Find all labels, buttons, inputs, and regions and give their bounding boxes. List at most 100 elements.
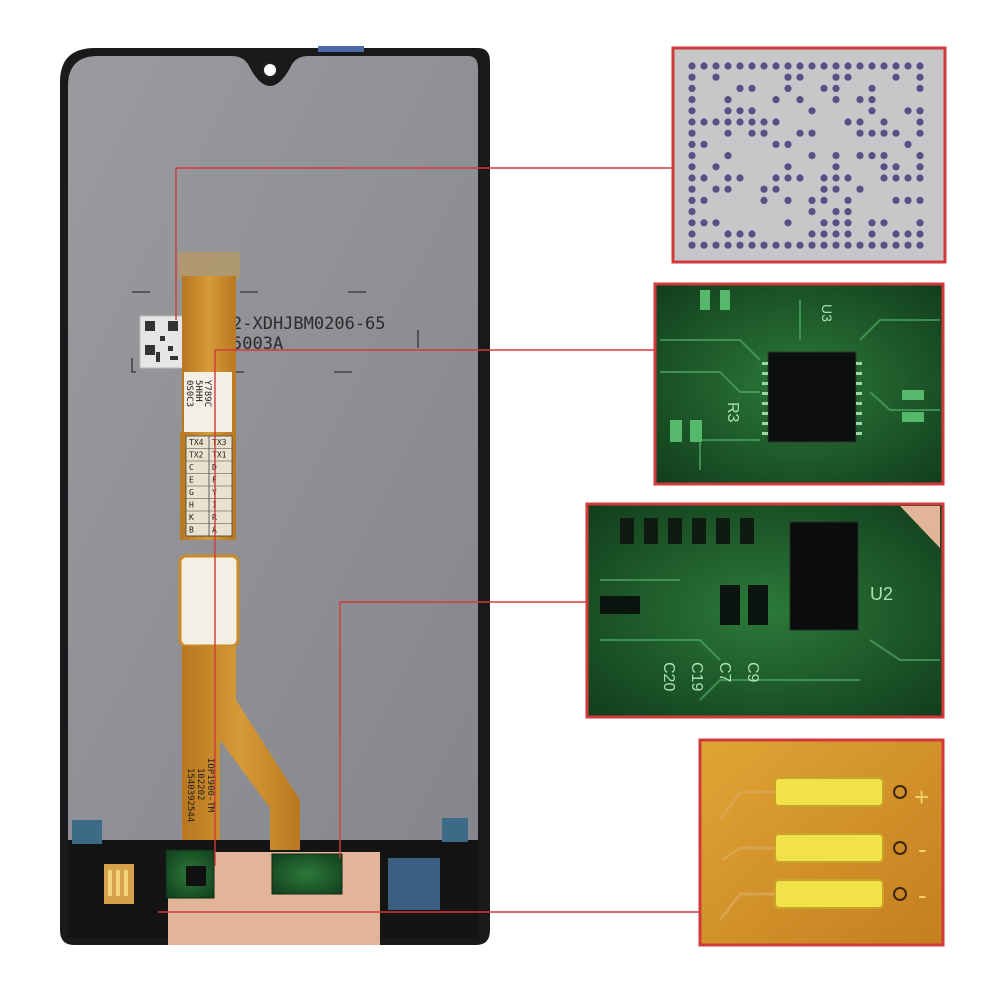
datamatrix-dot <box>880 62 888 70</box>
flex-side-text-2: 102202 <box>195 768 205 801</box>
datamatrix-dot <box>916 196 924 204</box>
pin-label: E <box>189 475 194 484</box>
datamatrix-dot <box>832 163 840 171</box>
blue-tab-right <box>388 858 440 910</box>
callout-gold-pads: + - - <box>698 738 945 947</box>
flex-cable <box>178 252 300 850</box>
datamatrix-dot <box>736 241 744 249</box>
datamatrix-dot <box>760 129 768 137</box>
datamatrix-dot <box>808 230 816 238</box>
datamatrix-dot <box>904 230 912 238</box>
datamatrix-dot <box>820 174 828 182</box>
pin-label: TX3 <box>212 438 227 447</box>
datamatrix-dot <box>796 62 804 70</box>
pin-label: TX4 <box>189 438 204 447</box>
datamatrix-dot <box>916 152 924 160</box>
datamatrix-dot <box>868 62 876 70</box>
datamatrix-dot <box>844 230 852 238</box>
flex-vertical-code-3: 0S0C3 <box>184 380 194 407</box>
datamatrix-dot <box>880 152 888 160</box>
top-tab <box>318 46 364 52</box>
datamatrix-dot <box>892 62 900 70</box>
datamatrix-dot <box>784 196 792 204</box>
datamatrix-dot <box>748 241 756 249</box>
datamatrix-dot <box>700 62 708 70</box>
datamatrix-dot <box>880 174 888 182</box>
datamatrix-dot <box>688 241 696 249</box>
datamatrix-dot <box>700 118 708 126</box>
datamatrix-dot <box>856 62 864 70</box>
datamatrix-dot <box>820 230 828 238</box>
blue-tab-left <box>72 820 102 844</box>
datamatrix-dot <box>844 174 852 182</box>
datamatrix-dot <box>736 62 744 70</box>
datamatrix-dot <box>916 84 924 92</box>
datamatrix-dot <box>880 129 888 137</box>
datamatrix-dot <box>808 196 816 204</box>
datamatrix-dot <box>808 152 816 160</box>
datamatrix-dot <box>904 241 912 249</box>
datamatrix-dot <box>712 241 720 249</box>
datamatrix-dot <box>892 163 900 171</box>
datamatrix-dot <box>808 107 816 115</box>
datamatrix-dot <box>832 208 840 216</box>
datamatrix-dot <box>688 118 696 126</box>
datamatrix-dot <box>832 62 840 70</box>
datamatrix-dot <box>724 96 732 104</box>
datamatrix-dot <box>892 174 900 182</box>
pcb-cap-label: C19 <box>688 662 705 691</box>
datamatrix-dot <box>892 196 900 204</box>
datamatrix-dot <box>688 196 696 204</box>
datamatrix-dot <box>916 118 924 126</box>
label-code-line1: 2-XDHJBM0206-65 <box>232 314 386 334</box>
pcb-label-u2: U2 <box>870 584 893 604</box>
pcb-cap-label: C7 <box>716 662 733 683</box>
datamatrix-dot <box>880 219 888 227</box>
datamatrix-dot <box>688 163 696 171</box>
datamatrix-dot <box>724 107 732 115</box>
datamatrix-dot <box>748 107 756 115</box>
datamatrix-dot <box>688 62 696 70</box>
datamatrix-dot <box>880 241 888 249</box>
datamatrix-dot <box>748 62 756 70</box>
pin-label: C <box>189 463 194 472</box>
datamatrix-dot <box>904 62 912 70</box>
datamatrix-dot <box>784 62 792 70</box>
datamatrix-dot <box>868 152 876 160</box>
datamatrix-dot <box>688 185 696 193</box>
datamatrix-dot <box>784 219 792 227</box>
datamatrix-dot <box>712 118 720 126</box>
datamatrix-dot <box>916 174 924 182</box>
blue-tab-top-right <box>442 818 468 842</box>
datamatrix-dot <box>724 118 732 126</box>
datamatrix-dot <box>892 241 900 249</box>
chip-board-label-u3: U3 <box>819 304 835 322</box>
datamatrix-dot <box>688 140 696 148</box>
datamatrix-dot <box>904 107 912 115</box>
datamatrix-dot <box>892 129 900 137</box>
pin-label: K <box>189 513 194 522</box>
flex-side-text-1: IOP1900-TM <box>205 758 215 813</box>
datamatrix-dot <box>796 73 804 81</box>
datamatrix-dot <box>844 196 852 204</box>
datamatrix-dot <box>820 241 828 249</box>
datamatrix-dot <box>844 62 852 70</box>
datamatrix-dot <box>916 62 924 70</box>
datamatrix-dot <box>688 230 696 238</box>
datamatrix-dot <box>724 152 732 160</box>
datamatrix-dot <box>760 196 768 204</box>
datamatrix-dot <box>688 129 696 137</box>
datamatrix-dot <box>784 241 792 249</box>
datamatrix-dot <box>796 174 804 182</box>
flex-vertical-code-1: Y789C <box>202 380 212 407</box>
datamatrix-dot <box>820 219 828 227</box>
datamatrix-dot <box>892 230 900 238</box>
datamatrix-dot <box>748 129 756 137</box>
screen-panel <box>68 56 478 868</box>
datamatrix-dot <box>808 62 816 70</box>
datamatrix-dot <box>760 118 768 126</box>
datamatrix-dot <box>856 152 864 160</box>
